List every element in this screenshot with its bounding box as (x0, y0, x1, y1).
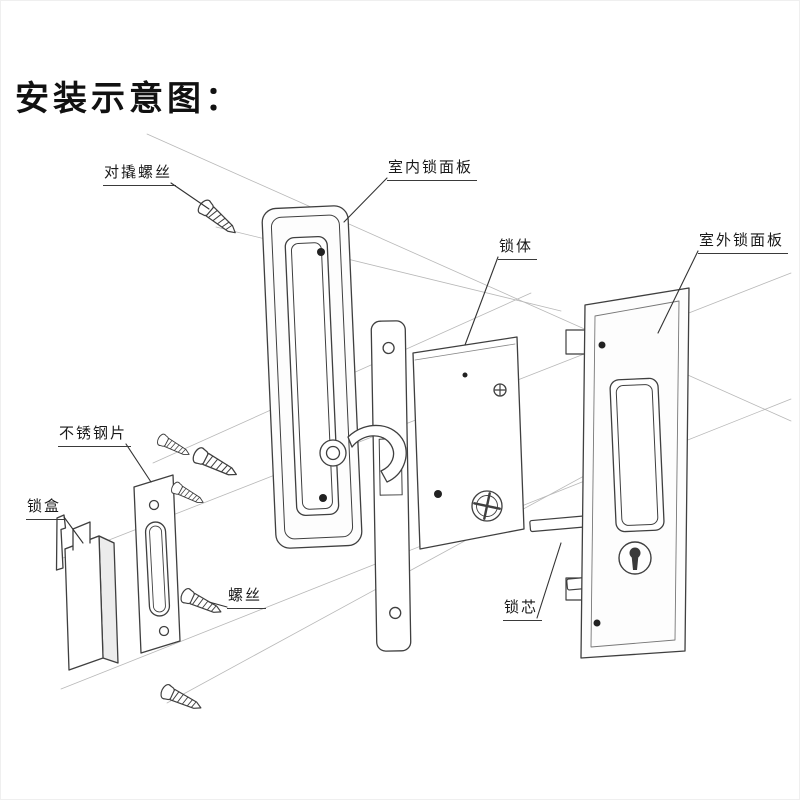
screw-hole-dots (317, 248, 606, 627)
hook-latch-drawing (319, 424, 407, 483)
label-outdoor-panel: 室外锁面板 (698, 229, 789, 254)
screw-icon (155, 432, 193, 461)
spring-clip (55, 514, 67, 571)
small-screw-icon (493, 383, 507, 397)
edge-plate-drawing (370, 320, 412, 652)
label-screws: 螺丝 (227, 584, 267, 609)
label-lock-body: 锁体 (498, 235, 538, 260)
phillips-screw-icon (471, 490, 503, 522)
outdoor-lock-panel-drawing (580, 287, 690, 659)
lock-body-drawing (412, 336, 525, 550)
label-lock-cylinder: 锁芯 (503, 596, 543, 621)
keyhole-icon (629, 547, 641, 570)
indoor-lock-panel-drawing (261, 205, 363, 549)
label-indoor-panel: 室内锁面板 (387, 156, 478, 181)
lock-box-drawing (55, 514, 119, 671)
label-anti-pry-screws: 对撬螺丝 (103, 161, 177, 186)
label-steel-plate: 不锈钢片 (58, 422, 132, 447)
screw-icon (178, 586, 225, 620)
screw-icon (158, 682, 205, 716)
diagram-title: 安装示意图： (15, 80, 243, 118)
strike-plate-drawing (133, 474, 181, 654)
label-lock-box: 锁盒 (26, 495, 66, 520)
leader-lines (63, 177, 699, 619)
screw-icon (190, 445, 241, 483)
